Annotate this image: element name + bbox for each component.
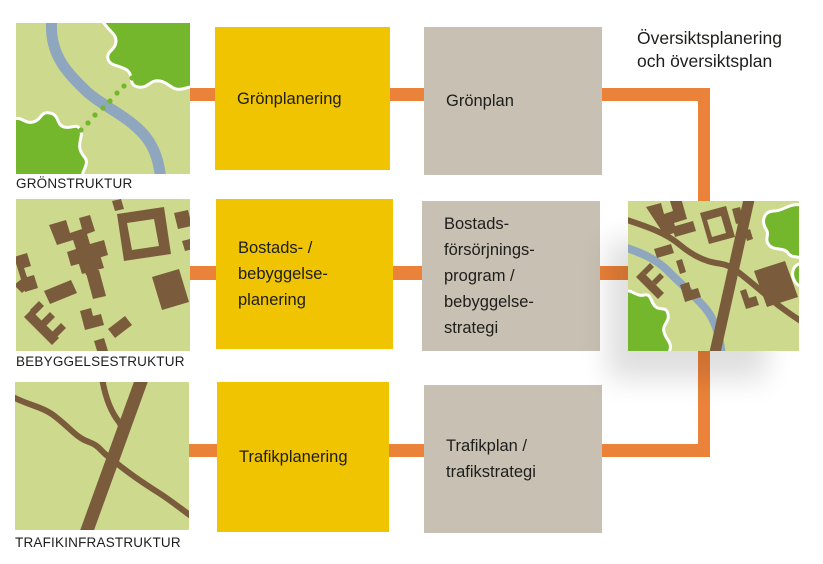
comprehensive-plan-map-icon [628, 201, 799, 351]
connector-bostadsplanering-to-bostadsprogram [393, 266, 422, 280]
connector-gronstruktur-to-gronplanering [190, 88, 216, 101]
connector-bebyggelsestruktur-to-bostadsplanering [190, 266, 216, 280]
plan-box-trafikplan: Trafikplan / trafikstrategi [424, 385, 602, 533]
planning-box-label: Bostads- / bebyggelse- planering [238, 239, 328, 309]
planning-box-gronplanering: Grönplanering [215, 27, 390, 170]
connector-bostadsprogram-to-oversiktsplan-map [600, 266, 630, 280]
connector-trafikinfrastruktur-to-trafikplanering [189, 444, 217, 457]
plan-box-label: Bostads- försörjnings- program / bebygge… [444, 215, 535, 337]
connector-gronplanering-to-gronplan [390, 88, 424, 101]
connector-trafikplan-to-oversiktsplan [602, 444, 710, 457]
built-structure-map-icon [16, 199, 190, 351]
map-caption-bebyggelsestruktur: BEBYGGELSESTRUKTUR [16, 354, 185, 369]
plan-box-bostadsprogram: Bostads- försörjnings- program / bebygge… [422, 201, 600, 351]
diagram-title: Översiktsplanering och översiktsplan [637, 28, 782, 71]
planning-box-label: Trafikplanering [239, 448, 348, 466]
planning-box-trafikplanering: Trafikplanering [217, 382, 389, 532]
traffic-infrastructure-map-icon [15, 382, 189, 530]
plan-box-gronplan: Grönplan [424, 27, 602, 175]
connector-trafikplanering-to-trafikplan [389, 444, 424, 457]
plan-box-label: Trafikplan / trafikstrategi [446, 437, 536, 481]
connector-gronplan-to-oversiktsplan [602, 88, 710, 101]
map-caption-gronstruktur: GRÖNSTRUKTUR [16, 176, 133, 191]
map-caption-trafikinfrastruktur: TRAFIKINFRASTRUKTUR [15, 535, 181, 550]
planning-box-label: Grönplanering [237, 89, 342, 108]
plan-box-label: Grönplan [446, 92, 514, 110]
green-structure-map-icon [16, 23, 190, 174]
planning-box-bostadsplanering: Bostads- / bebyggelse- planering [216, 199, 393, 349]
